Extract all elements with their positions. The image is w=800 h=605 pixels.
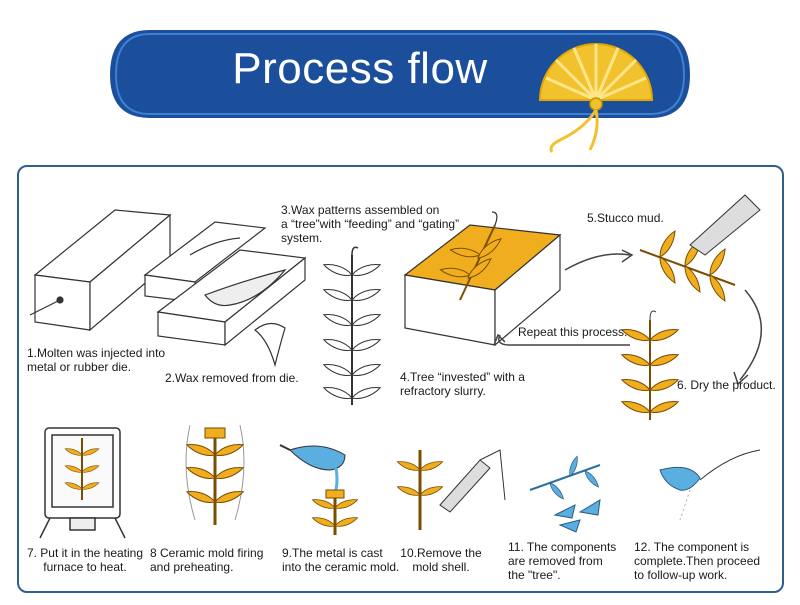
wax-tree-illustration [322, 246, 382, 405]
step-2-label: 2.Wax removed from die. [165, 371, 299, 385]
stucco-tree-illustration [639, 194, 761, 304]
diagram-frame [17, 165, 784, 593]
page-title: Process flow [232, 44, 488, 93]
step-12-label: 12. The component is complete.Then proce… [634, 540, 761, 582]
furnace-illustration [39, 427, 126, 539]
step-11-label: 11. The components are removed from the … [508, 540, 617, 582]
step-5-label: 5.Stucco mud. [587, 211, 664, 225]
casting-illustration [279, 444, 359, 535]
step-9-label: 9.The metal is cast into the ceramic mol… [282, 546, 400, 574]
repeat-label: Repeat this process. [518, 325, 628, 339]
fan-icon [538, 43, 654, 153]
step-6-label: 6. Dry the product. [677, 378, 776, 392]
die-block-illustration [29, 209, 172, 332]
step-1-label: 1.Molten was injected into metal or rubb… [27, 346, 166, 374]
step-7-label: 7. Put it in the heating furnace to heat… [26, 546, 144, 574]
components-illustration [529, 455, 601, 533]
remove-shell-illustration [396, 449, 506, 530]
step-4-label: 4.Tree “invested” with a refractory slur… [400, 370, 525, 398]
dry-tree-illustration [620, 310, 680, 420]
step-10-label: 10.Remove the mold shell. [400, 546, 482, 574]
finished-component-illustration [659, 449, 761, 521]
cycle-arrows [493, 249, 763, 386]
title-banner [110, 30, 690, 153]
step-3-label: 3.Wax patterns assembled on a “tree”with… [281, 203, 460, 245]
open-die-illustration [143, 221, 307, 368]
step-8-label: 8 Ceramic mold firing and preheating. [150, 546, 264, 574]
slurry-tank-illustration [403, 211, 562, 347]
mold-firing-illustration [185, 424, 245, 525]
